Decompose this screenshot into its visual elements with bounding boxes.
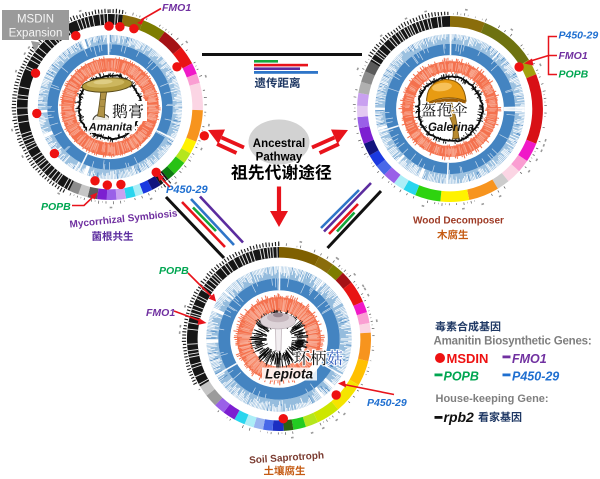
svg-text:POPB: POPB	[444, 370, 479, 384]
svg-text:P450-29: P450-29	[559, 30, 599, 42]
svg-text:Soil Saprotroph: Soil Saprotroph	[249, 450, 325, 466]
svg-text:Lepiota: Lepiota	[265, 367, 313, 382]
svg-text:FMO1: FMO1	[512, 352, 547, 366]
svg-text:POPB: POPB	[41, 201, 71, 213]
svg-text:MSDIN: MSDIN	[17, 14, 54, 26]
svg-text:Ancestral: Ancestral	[253, 138, 305, 150]
svg-text:Pathway: Pathway	[256, 152, 303, 164]
svg-text:FMO1: FMO1	[162, 2, 191, 14]
svg-text:FMO1: FMO1	[146, 307, 175, 319]
svg-text:House-keeping Gene:: House-keeping Gene:	[436, 393, 549, 405]
svg-text:Amanita: Amanita	[88, 122, 132, 134]
svg-text:FMO1: FMO1	[559, 50, 588, 62]
svg-text:Galerina: Galerina	[428, 122, 475, 134]
svg-text:P450-29: P450-29	[166, 184, 208, 196]
svg-text:rpb2: rpb2	[444, 409, 475, 425]
svg-text:P450-29: P450-29	[512, 370, 559, 384]
svg-text:Expansion: Expansion	[9, 28, 63, 40]
svg-text:MSDIN: MSDIN	[447, 351, 489, 366]
svg-text:Wood Decomposer: Wood Decomposer	[413, 216, 504, 227]
svg-text:POPB: POPB	[159, 265, 189, 277]
svg-text:POPB: POPB	[559, 69, 589, 81]
svg-text:Amanitin Biosynthetic Genes:: Amanitin Biosynthetic Genes:	[434, 336, 592, 348]
svg-text:P450-29: P450-29	[367, 397, 407, 409]
